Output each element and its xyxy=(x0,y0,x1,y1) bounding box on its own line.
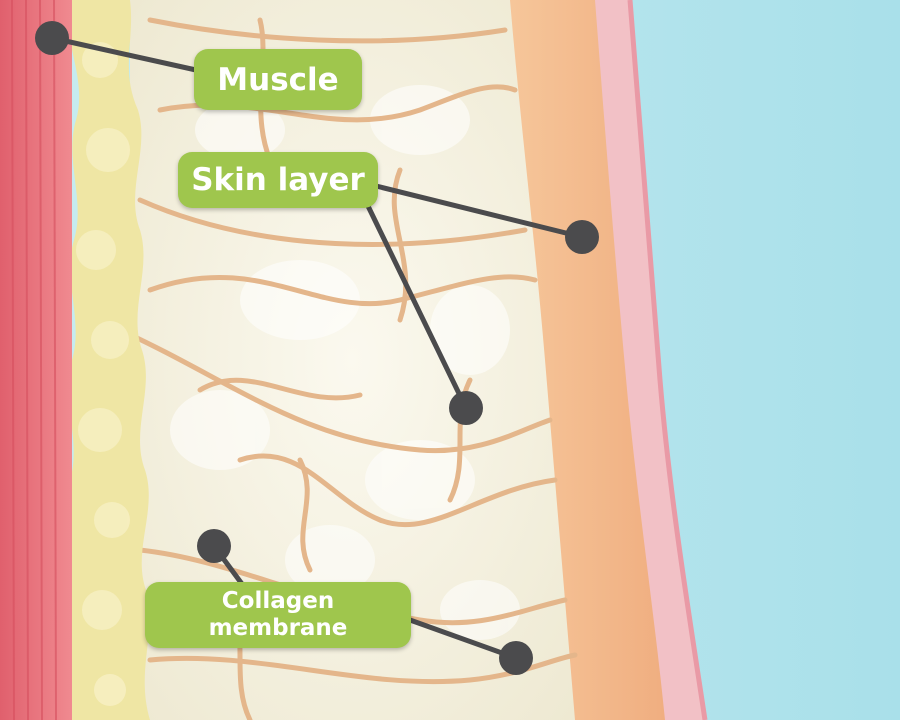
collagen-pointer-line-2 xyxy=(407,617,519,661)
skin-pointer-line-2 xyxy=(365,203,469,411)
muscle-layer xyxy=(0,0,72,720)
muscle-label: Muscle xyxy=(194,49,362,110)
collagen-pointer-dot-2 xyxy=(499,641,533,675)
skin-pointer-dot-1 xyxy=(565,220,599,254)
tissue-cells xyxy=(170,85,520,640)
pointer-dots xyxy=(35,21,599,675)
fat-layer xyxy=(60,0,150,720)
muscle-fibers xyxy=(11,0,57,720)
dermis-layer xyxy=(505,0,665,720)
epidermis-edge xyxy=(627,0,708,720)
skin-pointer-dot-2 xyxy=(449,391,483,425)
skin-pointer-line-1 xyxy=(373,183,585,240)
collagen-label-line2: membrane xyxy=(208,615,348,641)
collagen-membrane-label: Collagen membrane xyxy=(145,582,411,648)
collagen-pointer-dot-1 xyxy=(197,529,231,563)
muscle-pointer-line xyxy=(49,35,199,73)
muscle-pointer-dot xyxy=(35,21,69,55)
skin-layer-label: Skin layer xyxy=(178,152,378,208)
collagen-label-line1: Collagen xyxy=(221,588,335,614)
